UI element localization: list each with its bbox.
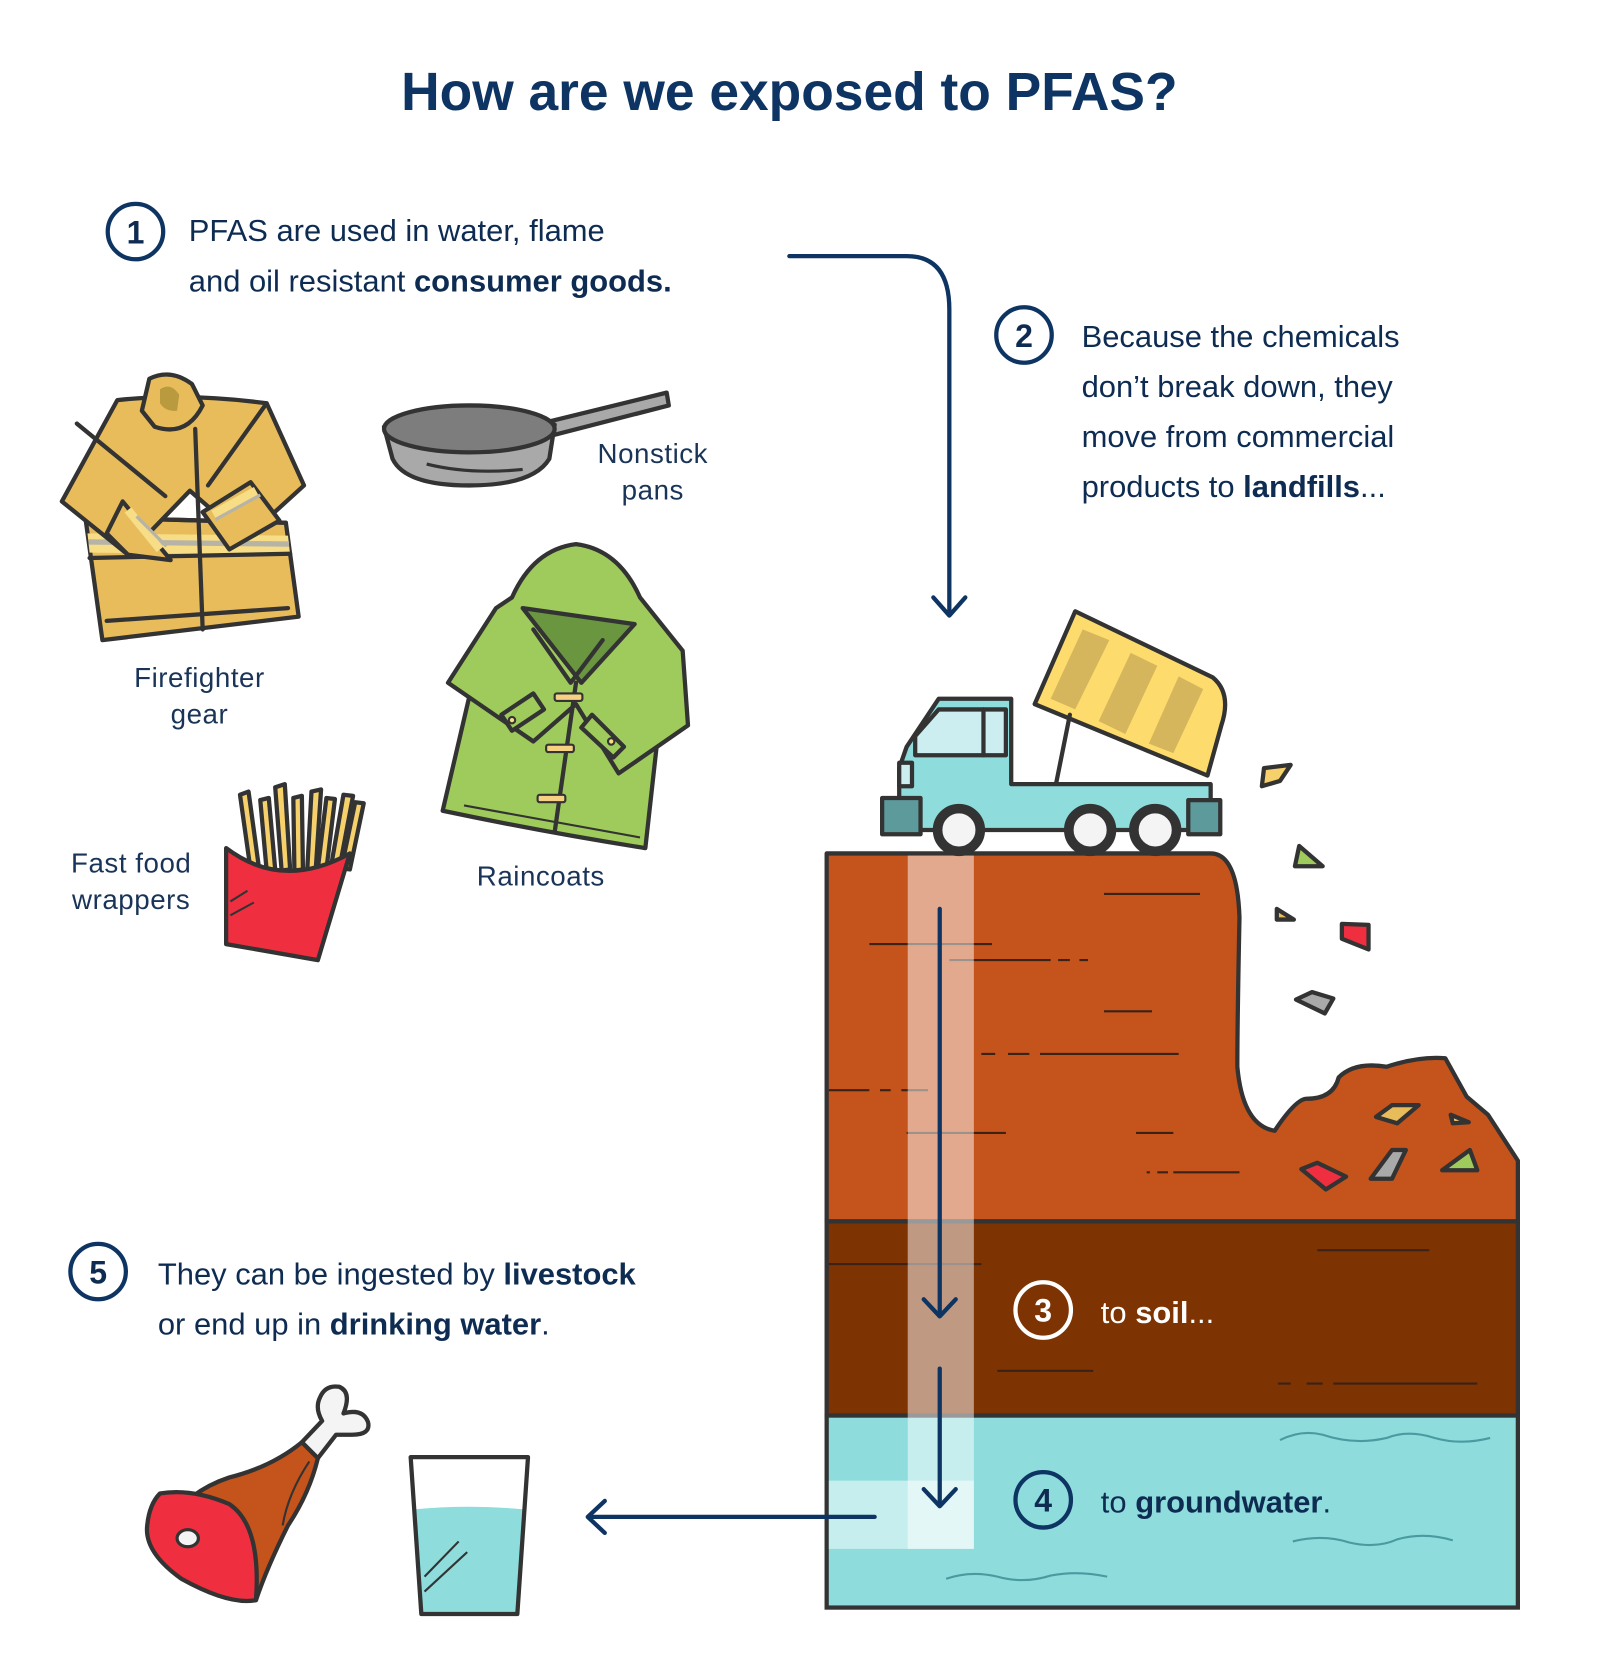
fast-food-wrappers-label-1: Fast food [71, 848, 191, 879]
step-number-circle [1013, 1469, 1074, 1530]
step-4: 4 to groundwater. [1013, 1469, 1331, 1530]
step-3: 3 to soil... [1013, 1280, 1214, 1340]
step-2-line-4: products to landfills... [1082, 469, 1386, 504]
water-wave [1279, 1431, 1491, 1443]
step-5-line-1: They can be ingested by livestock [158, 1256, 637, 1291]
step-2: 2 Because the chemicals don’t break down… [994, 305, 1400, 504]
frying-pan-icon [381, 390, 671, 488]
arrow-head-icon [921, 1487, 958, 1509]
meat-drumstick-icon [144, 1384, 371, 1604]
firefighter-gear-label-1: Firefighter [134, 662, 265, 693]
topsoil-layer [824, 851, 1520, 1224]
step-4-text: to groundwater. [1101, 1485, 1331, 1520]
raincoats-label: Raincoats [477, 860, 605, 891]
flow-arrow-1-to-2 [787, 253, 952, 616]
arrow-head-icon [931, 595, 968, 618]
firefighter-jacket-icon [59, 372, 307, 643]
water-wave [1292, 1534, 1454, 1547]
step-1-line-2: and oil resistant consumer goods. [189, 263, 672, 298]
step-2-line-3: move from commercial [1082, 419, 1395, 454]
landfill-debris [1259, 762, 1480, 1192]
water-wave [945, 1572, 1108, 1582]
step-2-line-2: don’t break down, they [1082, 369, 1394, 404]
nonstick-pans-label-1: Nonstick [598, 438, 709, 469]
step-2-line-1: Because the chemicals [1082, 319, 1400, 354]
step-number: 1 [127, 214, 145, 250]
soil-strata-lines [828, 892, 1478, 1385]
step-5-line-2: or end up in drinking water. [158, 1307, 550, 1342]
truck-wheel [1063, 803, 1117, 857]
ground-cross-section [824, 851, 1520, 1610]
step-3-text: to soil... [1101, 1295, 1214, 1330]
step-number: 3 [1034, 1293, 1052, 1329]
step-1-line-1: PFAS are used in water, flame [189, 213, 605, 248]
nonstick-pans-label-2: pans [622, 474, 684, 505]
step-5: 5 They can be ingested by livestock or e… [68, 1241, 637, 1342]
step-number: 4 [1034, 1483, 1052, 1519]
truck-wheel [932, 803, 986, 857]
firefighter-gear-label-2: gear [171, 698, 229, 729]
step-number: 2 [1015, 318, 1033, 354]
arrow-head-icon [585, 1498, 607, 1536]
step-number-circle [68, 1241, 128, 1302]
step-number: 5 [89, 1254, 107, 1290]
arrow-head-icon [921, 1297, 958, 1319]
page-title: How are we exposed to PFAS? [401, 63, 1177, 122]
truck-wheel [1129, 803, 1182, 857]
step-number-circle [994, 305, 1054, 365]
step-number-circle [1013, 1280, 1074, 1340]
dump-truck-icon [880, 609, 1228, 857]
step-1: 1 PFAS are used in water, flame and oil … [105, 201, 672, 298]
fast-food-fries-icon [224, 781, 366, 963]
water-glass-icon [408, 1455, 531, 1617]
fast-food-wrappers-label-2: wrappers [71, 884, 190, 915]
step-number-circle [105, 201, 166, 262]
raincoat-icon [440, 541, 691, 851]
